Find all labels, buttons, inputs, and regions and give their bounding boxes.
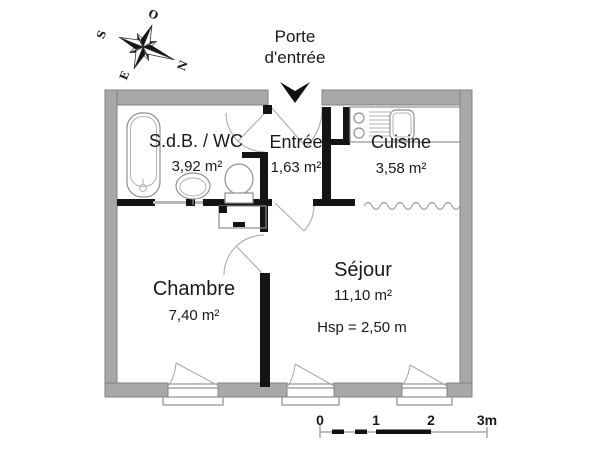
kitchen-counter (349, 106, 461, 143)
room-label-bathroom: S.d.B. / WC (149, 131, 243, 151)
sliding-door (153, 201, 203, 204)
room-area-living: 11,10 m² (334, 287, 392, 304)
room-area-kitchen: 3,58 m² (376, 160, 427, 177)
hotplate-icon (353, 127, 365, 139)
bathroom-door-swing (225, 112, 266, 153)
compass-north-label: N (175, 59, 191, 73)
bathtub (126, 112, 161, 198)
room-label-bedroom: Chambre (153, 278, 235, 300)
toilet (224, 163, 254, 204)
closet (218, 205, 267, 229)
room-label-living: Séjour (334, 259, 392, 281)
scale-tick-2: 2 (427, 412, 435, 428)
room-area-bedroom: 7,40 m² (169, 307, 220, 324)
exterior-walls (104, 89, 473, 398)
scale-bar: 0 1 2 3m (316, 412, 497, 438)
window-bedroom (162, 362, 224, 406)
room-label-kitchen: Cuisine (371, 132, 431, 152)
entrance-label-line2: d'entrée (265, 48, 326, 67)
room-area-hall: 1,63 m² (271, 159, 322, 176)
compass-west-label: O (146, 7, 160, 23)
living-door-swing (274, 202, 315, 232)
room-area-bathroom: 3,92 m² (172, 158, 223, 175)
scale-tick-3: 3m (477, 412, 497, 428)
drainer-icon (369, 111, 390, 137)
entrance-door-swing (270, 106, 323, 148)
compass-east-label: E (117, 69, 132, 82)
compass-south-label: S (94, 29, 109, 41)
bedroom-door-swing (223, 234, 265, 276)
scale-tick-1: 1 (372, 412, 380, 428)
window-living-left (281, 363, 340, 406)
kitchen-sink-icon (389, 109, 415, 141)
compass-rose-icon: O S E N (94, 7, 190, 82)
entrance-label-line1: Porte (275, 27, 316, 46)
entrance-arrow-icon (280, 82, 310, 103)
window-living-right (396, 364, 453, 406)
hotplate-icon (353, 112, 365, 124)
room-label-hall: Entrée (269, 132, 322, 152)
washbasin (175, 172, 211, 205)
scale-tick-0: 0 (316, 412, 324, 428)
ceiling-height-note: Hsp = 2,50 m (317, 319, 407, 336)
open-separation-wave (363, 201, 461, 211)
